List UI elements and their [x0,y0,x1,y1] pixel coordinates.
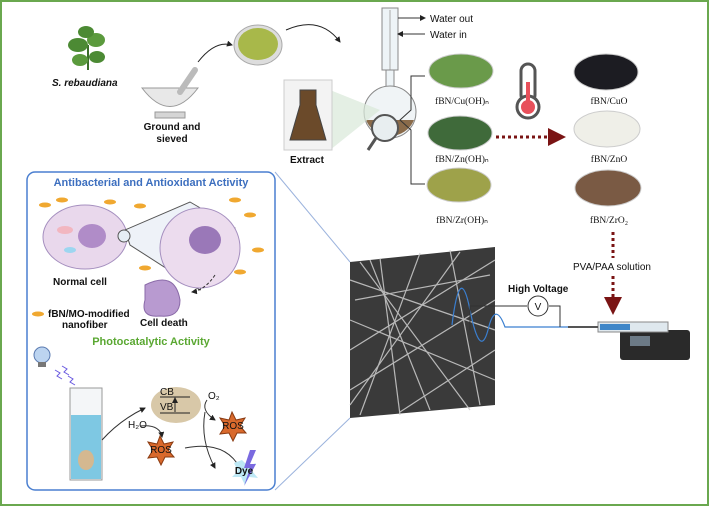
light-bulb-icon [33,346,51,367]
nanofiber-legend-1: fBN/MO-modified [48,309,130,320]
arrow-to-powder [197,40,233,63]
magnifier-icon [371,114,399,142]
cb-label: CB [160,387,174,398]
zno-powder [573,110,641,148]
mortar-pestle-icon [140,67,200,119]
extract-flask-icon [289,89,327,141]
oxide-samples [573,53,642,207]
solution-label: PVA/PAA solution [573,262,651,273]
electrospinning-jet [451,287,568,342]
h2o-label: H₂O [128,420,147,431]
syringe-pump-icon [568,321,690,360]
antibacterial-title: Antibacterial and Antioxidant Activity [54,177,250,189]
bracket [399,75,425,185]
oxide-label-zno: fBN/ZnO [591,154,628,165]
h2o-arrow [139,425,165,438]
zoomed-cell-icon [159,207,241,289]
cell-death-arrow [191,274,216,295]
nanofiber-legend-2: nanofiber [62,320,108,331]
powder-dish-icon [233,24,283,66]
arrow-to-condenser [285,24,341,43]
ground-label: Ground and [144,122,201,133]
hydroxide-label-zr: fBN/Zr(OH)ₙ [436,215,488,226]
nanofiber-sem-image [349,247,496,418]
ros-to-dye-arrow-2 [203,411,216,469]
photocatalytic-title: Photocatalytic Activity [92,336,210,348]
zr-hydroxide-powder [426,167,492,203]
vb-label: VB [160,402,174,413]
extract-label: Extract [290,155,325,166]
nanofiber-legend-icon [32,311,44,317]
light-rays [54,365,76,386]
magnify-beam [330,90,380,150]
projection-line-top [274,171,351,263]
cuvette-icon [69,387,103,481]
oxide-label-zro2: fBN/ZrO₂ [590,215,628,226]
plant-icon [68,26,105,70]
voltage-circuit [469,305,561,330]
plant-label: S. rebaudiana [52,78,118,89]
thermometer-icon [515,62,541,120]
high-voltage-label: High Voltage [508,284,569,295]
voltmeter-symbol: V [535,302,542,313]
projection-line-bottom [274,417,351,491]
ros-burst-2: ROS [146,434,176,467]
ros-label-2: ROS [150,445,172,456]
zn-hydroxide-powder [427,115,493,151]
photocatalyst-particle [151,387,201,423]
cu-hydroxide-powder [428,53,494,89]
water-out-label: Water out [430,14,473,25]
cell-death-label: Cell death [140,318,188,329]
sieved-label: sieved [156,134,187,145]
o2-arrow [204,399,216,421]
magnifier-small-icon [117,229,131,243]
ros-burst-1: ROS [218,410,248,443]
magnifier-handle [366,137,378,151]
arrow-to-band-diagram [101,407,146,441]
cuo-powder [573,53,639,91]
o2-label: O₂ [208,391,220,402]
normal-cell-icon [42,204,128,270]
water-in-label: Water in [430,30,467,41]
dead-cell-icon [143,279,181,317]
voltmeter-icon [527,295,549,317]
dye-label: Dye [235,466,254,477]
zro2-powder [574,169,642,207]
oxide-label-cuo: fBN/CuO [591,96,628,107]
dye-degradation-icon: Dye [232,450,258,486]
nanofiber-particles [39,197,264,275]
ros-label-1: ROS [222,421,244,432]
hydroxide-samples [426,53,494,203]
hydroxide-label-cu: fBN/Cu(OH)ₙ [435,96,489,107]
hydroxide-label-zn: fBN/Zn(OH)ₙ [435,154,489,165]
normal-cell-label: Normal cell [53,277,107,288]
